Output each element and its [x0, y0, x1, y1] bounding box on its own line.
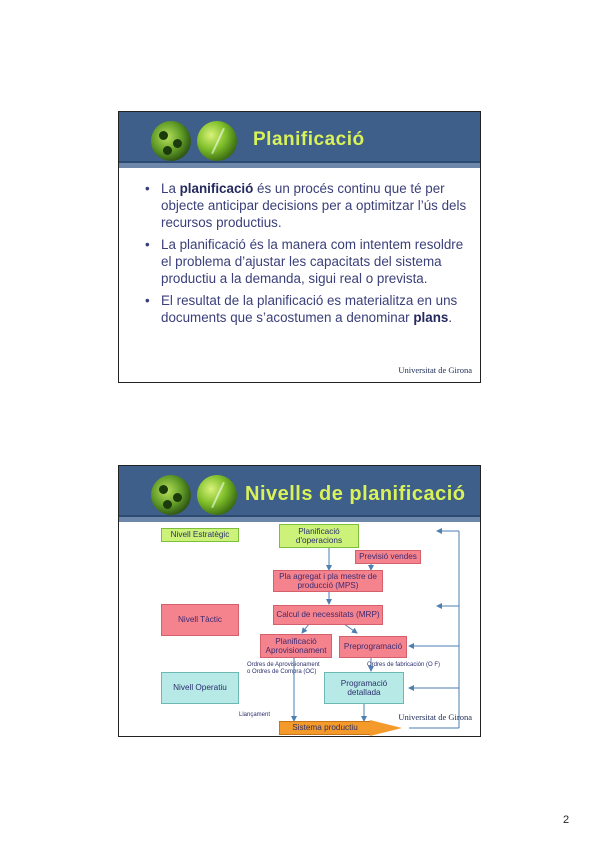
box-procurement: Planificació Aprovisionament — [260, 634, 332, 658]
page-number: 2 — [563, 814, 570, 826]
box-production-system: Sistema productiu — [279, 721, 371, 735]
leaf-icon — [197, 121, 237, 161]
diagram-arrows — [291, 528, 460, 729]
box-planning-ops: Planificació d'operacions — [279, 524, 359, 548]
box-sales-forecast: Previsió vendes — [355, 550, 421, 564]
leaf-cluster-icon — [151, 475, 191, 515]
slide-title: Nivells de planificació — [245, 483, 466, 505]
university-logo: Universitat de Girona — [398, 712, 472, 722]
slide-nivells: Nivells de planificació Nivell E — [118, 465, 481, 737]
bullet-list: •La planificació és un procés continu qu… — [143, 180, 473, 331]
label-purchase-orders: Ordres de Aprovisionament o Ordres de Co… — [247, 662, 320, 675]
level-tactic: Nivell Tàctic — [161, 604, 239, 636]
box-preprogram: Preprogramació — [339, 636, 407, 658]
label-launch: Llançament — [239, 712, 271, 718]
leaf-cluster-icon — [151, 121, 191, 161]
bullet-item: •La planificació és un procés continu qu… — [145, 181, 467, 230]
slide-title: Planificació — [253, 129, 365, 150]
box-mps: Pla agregat i pla mestre de producció (M… — [273, 570, 383, 592]
box-mrp: Calcul de necessitats (MRP) — [273, 605, 383, 625]
arrow-head-icon — [370, 720, 402, 736]
university-logo: Universitat de Girona — [398, 365, 472, 375]
label-fab-orders: Ordres de fabricación (O F) — [367, 662, 441, 668]
bullet-item: •El resultat de la planificació es mater… — [145, 293, 458, 325]
leaf-icon — [197, 475, 237, 515]
level-strategic: Nivell Estratègic — [161, 528, 239, 542]
slide-planificacio: Planificació •La planificació és un proc… — [118, 111, 481, 383]
level-operative: Nivell Operatiu — [161, 672, 239, 704]
slide-header: Nivells de planificació — [119, 466, 480, 522]
slide-header: Planificació — [119, 112, 480, 168]
bullet-item: •La planificació és la manera com intent… — [145, 237, 464, 286]
box-detailed-programming: Programació detallada — [324, 672, 404, 704]
